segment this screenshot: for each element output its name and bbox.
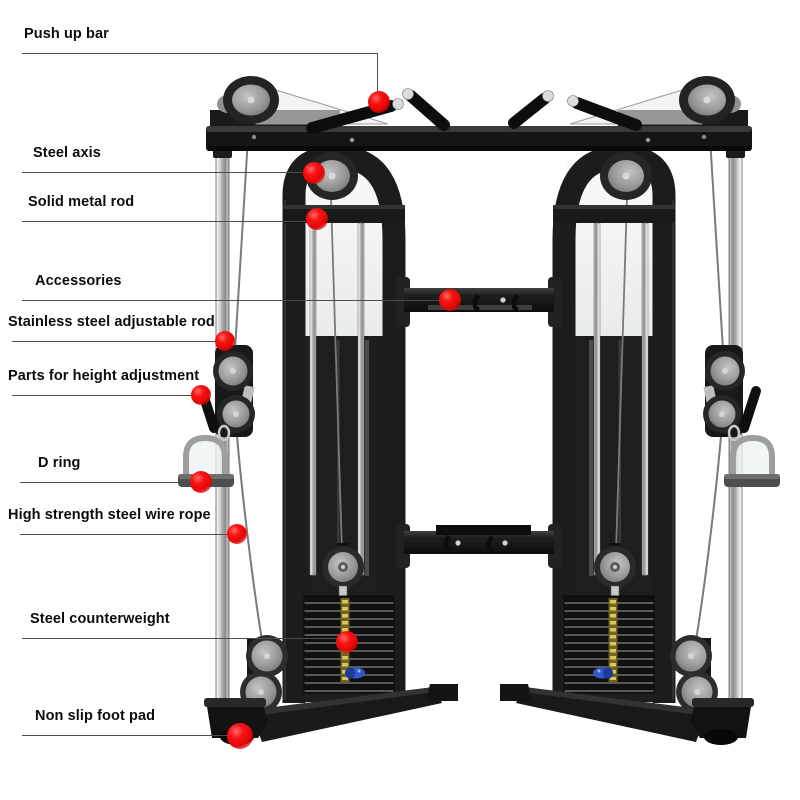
label-solid-metal-rod: Solid metal rod <box>28 194 135 210</box>
accessory-hook <box>443 534 451 553</box>
leader-line-high-strength-steel-wire-rope <box>20 534 229 536</box>
marker-dot-stainless-steel-adjustable-rod <box>215 331 235 351</box>
label-parts-for-height-adjustment: Parts for height adjustment <box>8 368 200 384</box>
left-tower-assembly <box>178 76 458 745</box>
leader-line-steel-counterweight <box>22 638 340 640</box>
label-push-up-bar: Push up bar <box>24 26 109 42</box>
inner-cable <box>330 197 343 553</box>
base-beam <box>250 687 442 742</box>
steel-wire-rope-lower <box>236 435 264 647</box>
marker-dot-solid-metal-rod <box>306 208 328 230</box>
accessory-bar-bottom <box>396 524 562 568</box>
label-accessories: Accessories <box>35 273 122 289</box>
marker-dot-high-strength-steel-wire-rope <box>227 524 247 544</box>
leader-line-accessories <box>22 300 441 302</box>
marker-dot-non-slip-foot-pad <box>227 723 253 749</box>
marker-dot-accessories <box>439 289 461 311</box>
crossbar <box>206 126 752 151</box>
leader-line-push-up-bar <box>22 53 378 55</box>
push-up-bar-handle <box>402 88 450 131</box>
leader-vline-push-up-bar <box>377 53 379 95</box>
leader-line-d-ring <box>20 482 192 484</box>
selector-pin <box>345 667 365 679</box>
label-d-ring: D ring <box>38 455 81 471</box>
label-high-strength-steel-wire-rope: High strength steel wire rope <box>8 507 211 523</box>
marker-dot-parts-for-height-adjustment <box>191 385 211 405</box>
pull-up-handles <box>306 88 642 134</box>
leader-line-steel-axis <box>22 172 302 174</box>
marker-dot-d-ring <box>190 471 212 493</box>
accessory-hook <box>486 534 494 553</box>
push-up-bar-handle <box>567 95 642 131</box>
label-steel-axis: Steel axis <box>33 145 101 161</box>
leader-line-parts-for-height-adjustment <box>12 395 193 397</box>
accessory-hook <box>511 293 519 313</box>
marker-dot-steel-counterweight <box>336 631 358 653</box>
label-steel-counterweight: Steel counterweight <box>30 611 170 627</box>
leader-line-solid-metal-rod <box>22 221 306 223</box>
accessory-hook <box>472 293 480 313</box>
marker-dot-push-up-bar <box>368 91 390 113</box>
marker-dot-steel-axis <box>303 162 325 184</box>
pulley-carriage <box>197 345 255 442</box>
corner-pulley <box>217 76 279 124</box>
steel-wire-rope-upper <box>234 123 250 351</box>
leader-line-non-slip-foot-pad <box>22 735 231 737</box>
label-stainless-steel-adjustable-rod: Stainless steel adjustable rod <box>8 314 215 330</box>
rear-foot <box>426 684 458 701</box>
stack-pulley <box>322 546 364 588</box>
push-up-bar-handle <box>508 90 554 129</box>
label-non-slip-foot-pad: Non slip foot pad <box>35 708 156 724</box>
leader-line-stainless-steel-adjustable-rod <box>12 341 217 343</box>
carabiner <box>217 424 231 442</box>
